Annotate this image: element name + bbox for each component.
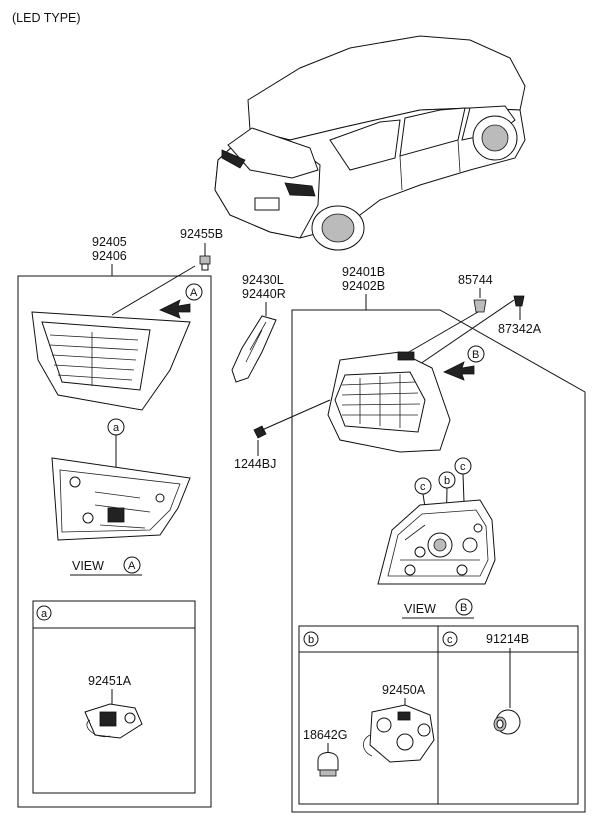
- clip-85744: [473, 299, 487, 313]
- screw-1244bj: [253, 399, 331, 439]
- view-b-label: VIEW: [404, 602, 436, 616]
- vehicle-illustration: [214, 35, 526, 251]
- view-a-arrow-icon: [159, 299, 191, 319]
- bolt-92455b: [199, 255, 211, 271]
- garnish-part-number-1: 92430L: [242, 273, 284, 287]
- detail-c-part-number: 91214B: [486, 632, 529, 646]
- detail-c-marker: c: [447, 634, 453, 646]
- screw-87342a-number: 87342A: [498, 322, 542, 336]
- view-b-caption-marker: B: [460, 602, 467, 614]
- screw-part-number: 1244BJ: [234, 457, 276, 471]
- grommet-91214b: [493, 709, 521, 735]
- svg-text:A: A: [190, 287, 198, 299]
- view-b-marker: [467, 345, 485, 363]
- ref-marker-b: b: [444, 475, 450, 487]
- socket-92450a: [363, 704, 435, 763]
- right-assembly-box: [291, 309, 586, 813]
- detail-a-part-number: 92451A: [88, 674, 132, 688]
- clip-part-number: 85744: [458, 273, 493, 287]
- view-a-caption-marker: A: [128, 560, 136, 572]
- right-part-number-1: 92401B: [342, 265, 385, 279]
- inner-lamp-rear-view: [51, 457, 191, 541]
- screw-87342a: [513, 295, 525, 307]
- svg-text:B: B: [472, 349, 479, 361]
- ref-marker-c1: c: [420, 481, 426, 493]
- view-b-arrow-icon: [443, 361, 475, 381]
- garnish-part-number-2: 92440R: [242, 287, 286, 301]
- outer-lamp-rear-view: [377, 499, 496, 585]
- ref-marker-c2: c: [460, 461, 466, 473]
- left-part-number-1: 92405: [92, 235, 127, 249]
- detail-b-socket-part: 92450A: [382, 683, 426, 697]
- view-a-label: VIEW: [72, 559, 104, 573]
- right-part-number-2: 92402B: [342, 279, 385, 293]
- view-a-marker: [185, 283, 203, 301]
- outer-lamp-assembly: [327, 351, 451, 453]
- detail-b-marker: b: [308, 634, 314, 646]
- left-part-number-2: 92406: [92, 249, 127, 263]
- detail-a-marker: a: [41, 608, 48, 620]
- inner-lamp-assembly: [31, 265, 196, 411]
- detail-b-bulb-part: 18642G: [303, 728, 347, 742]
- ref-marker-a-label: a: [113, 422, 120, 434]
- diagram-title: (LED TYPE): [12, 11, 81, 25]
- bulb-18642g: [317, 752, 339, 777]
- bolt-part-number: 92455B: [180, 227, 223, 241]
- left-assembly-box: [17, 275, 212, 808]
- detail-a-box: [32, 600, 196, 794]
- socket-harness-part: [84, 703, 143, 739]
- garnish-part: [231, 315, 277, 383]
